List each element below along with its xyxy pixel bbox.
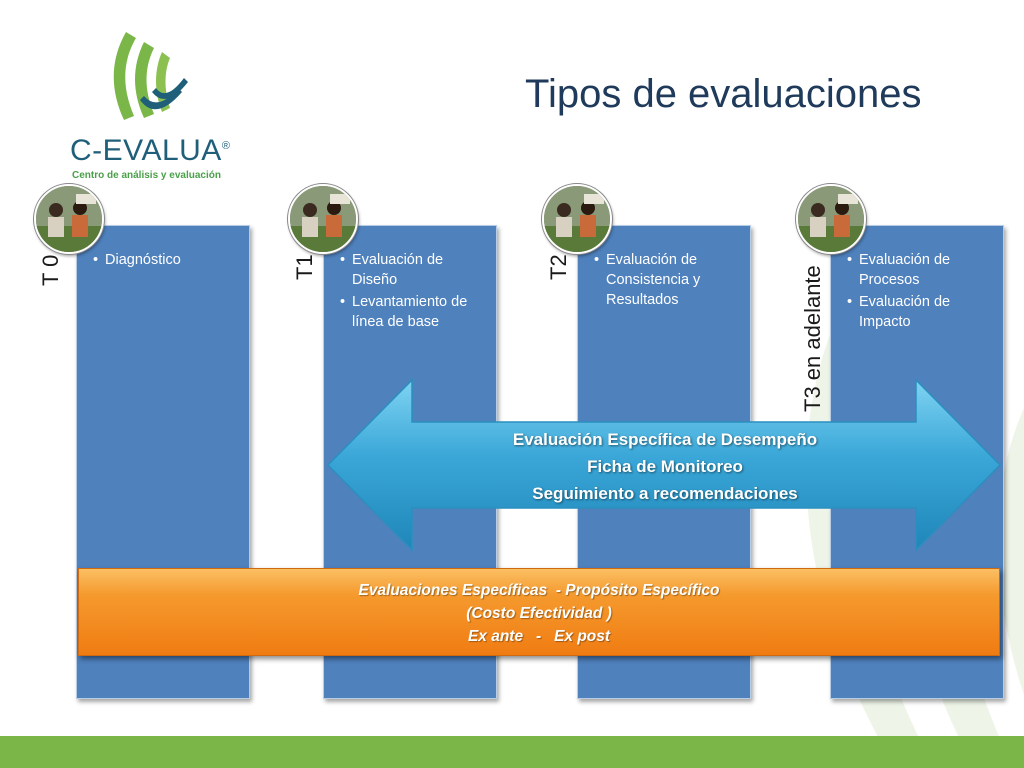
people-photo-icon: [36, 186, 102, 252]
list-item: Evaluación de Procesos: [847, 250, 993, 290]
arrow-line: Evaluación Específica de Desempeño: [512, 430, 818, 449]
arrow-line: Ficha de Monitoreo: [587, 457, 743, 476]
c-evalua-logo-icon: [113, 32, 188, 120]
period-label-t1: T1: [292, 254, 317, 280]
people-photo-icon: [544, 186, 610, 252]
column-list: Evaluación de Procesos Evaluación de Imp…: [845, 250, 993, 332]
list-item: Evaluación de Impacto: [847, 292, 993, 332]
photo-circle-t3: [796, 184, 866, 254]
list-item: Evaluación de Consistencia y Resultados: [594, 250, 740, 310]
banner-line: Evaluaciones Específicas - Propósito Esp…: [358, 582, 720, 599]
logo-wordmark: C-EVALUA®: [70, 134, 231, 167]
people-photo-icon: [290, 186, 356, 252]
column-list: Evaluación de Consistencia y Resultados: [592, 250, 740, 310]
footer-bar: [0, 736, 1024, 768]
list-item: Diagnóstico: [93, 250, 239, 270]
logo-tagline: Centro de análisis y evaluación: [72, 170, 221, 181]
people-photo-icon: [798, 186, 864, 252]
photo-circle-t2: [542, 184, 612, 254]
list-item: Evaluación de Diseño: [340, 250, 486, 290]
double-arrow-icon: [326, 378, 1002, 552]
period-label-t0: T 0: [38, 254, 63, 286]
registered-mark: ®: [221, 140, 231, 152]
arrow-text: Evaluación Específica de Desempeño Ficha…: [410, 426, 920, 507]
logo: C-EVALUA® Centro de análisis y evaluació…: [66, 30, 246, 190]
page-title: Tipos de evaluaciones: [525, 72, 922, 116]
column-list: Evaluación de Diseño Levantamiento de lí…: [338, 250, 486, 332]
period-label-t2: T2: [546, 254, 571, 280]
list-item: Levantamiento de línea de base: [340, 292, 486, 332]
banner-line: (Costo Efectividad ): [466, 605, 612, 622]
specific-evaluations-banner: Evaluaciones Específicas - Propósito Esp…: [78, 568, 1000, 656]
banner-line: Ex ante - Ex post: [467, 628, 611, 645]
photo-circle-t0: [34, 184, 104, 254]
photo-circle-t1: [288, 184, 358, 254]
arrow-line: Seguimiento a recomendaciones: [532, 484, 798, 503]
column-list: Diagnóstico: [91, 250, 239, 270]
